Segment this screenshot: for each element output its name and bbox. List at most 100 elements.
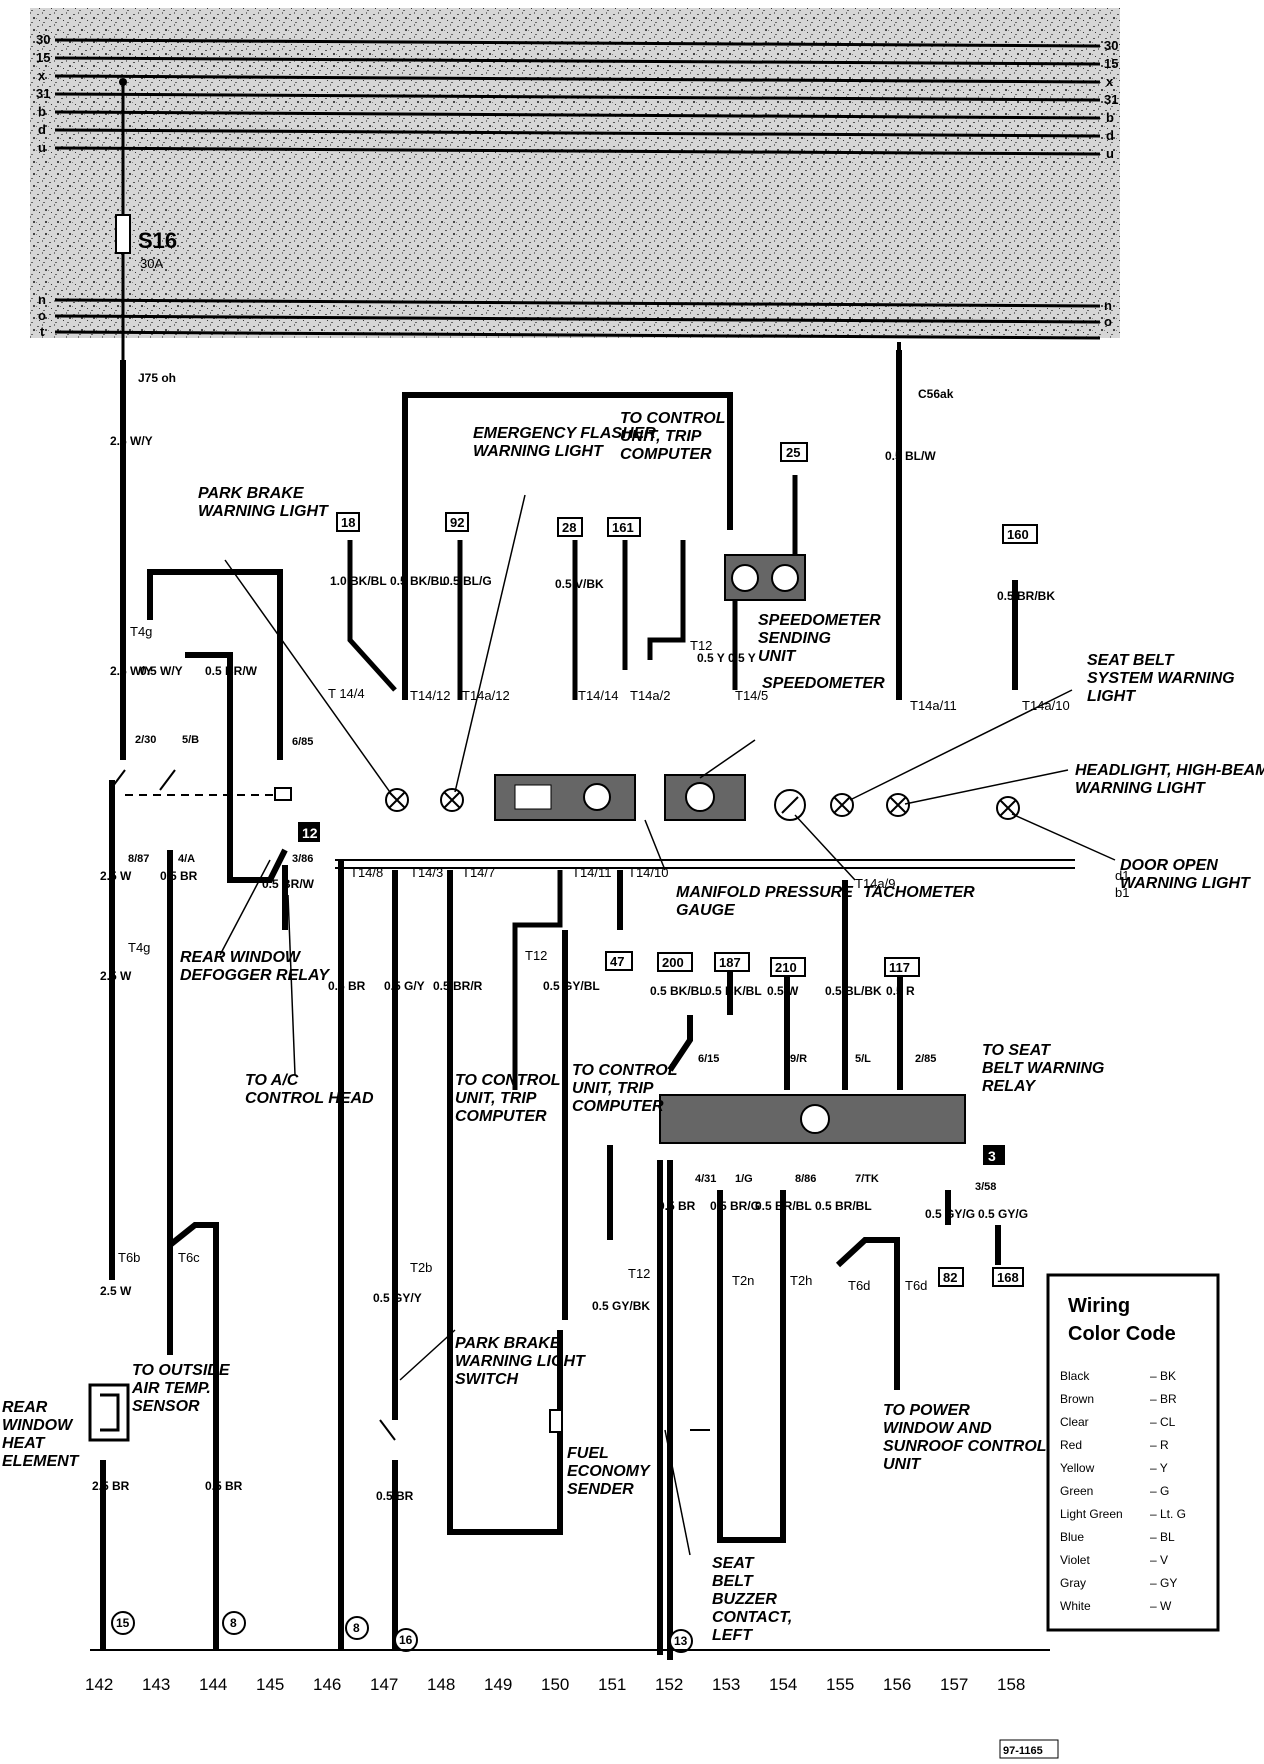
bus-label: o	[38, 308, 46, 323]
wire-spec: 0.5 Y	[697, 651, 725, 665]
legend-color-code: – GY	[1150, 1576, 1177, 1590]
connector-label: T14/3	[410, 865, 443, 880]
bus-label: 31	[1104, 92, 1118, 107]
column-number: 150	[541, 1675, 569, 1694]
boxed-ref: 117	[889, 960, 910, 975]
instrument-modules	[88, 554, 966, 1442]
fuse-s16: S16 30A	[115, 78, 177, 360]
wire-spec: 0.5 GY/G	[925, 1207, 975, 1221]
wire-spec: 0.5 Y	[728, 651, 756, 665]
bus-label: d	[1106, 128, 1114, 143]
legend-color-name: Green	[1060, 1484, 1093, 1498]
internal-bus-label: b1	[1115, 885, 1129, 900]
bus-label: b	[1106, 110, 1114, 125]
wire-spec: 2.5 BR	[92, 1479, 130, 1493]
column-number: 155	[826, 1675, 854, 1694]
connector-label: T14/8	[350, 865, 383, 880]
connector-label: 9/R	[790, 1053, 807, 1065]
connector-label: T6b	[118, 1250, 140, 1265]
relay-contacts	[109, 769, 710, 1441]
bus-label: 30	[1104, 38, 1118, 53]
wire-spec: 0.5 GY/BK	[592, 1299, 650, 1313]
connector-label: T4g	[128, 940, 150, 955]
wire-spec: 0.5 BR	[328, 979, 366, 993]
boxed-ref: 200	[662, 955, 684, 970]
connector-label: T2b	[410, 1260, 432, 1275]
column-number: 153	[712, 1675, 740, 1694]
wire-spec: 0.5 BK/BL	[650, 984, 707, 998]
boxed-refs: 18 92 28 161 25 160 47 200 187 210 117 8…	[336, 442, 1038, 1287]
wire-spec: 0.5 GY/G	[978, 1207, 1028, 1221]
connector-label: T2n	[732, 1273, 754, 1288]
bus-label: x	[38, 68, 46, 83]
wire-spec: 0.5 BR/R	[433, 979, 483, 993]
fuse-rating: 30A	[140, 256, 163, 271]
legend-color-name: Black	[1060, 1369, 1090, 1383]
connector-c56ak: C56ak	[918, 387, 954, 401]
connector-label: T14/14	[578, 688, 618, 703]
wire-spec: 0.5 BR	[205, 1479, 243, 1493]
wire-spec: 0.5 G/Y	[384, 979, 425, 993]
relay-tag: 3	[988, 1148, 996, 1164]
bus-label: o	[1104, 314, 1112, 329]
legend-color-code: – CL	[1150, 1415, 1176, 1429]
boxed-ref: 160	[1007, 527, 1029, 542]
wire-spec: 0.5 W/Y	[140, 664, 183, 678]
legend-color-name: Blue	[1060, 1530, 1084, 1544]
circled-ref: 8	[230, 1616, 237, 1630]
wires	[100, 342, 1075, 1660]
legend-color-name: Clear	[1060, 1415, 1089, 1429]
fuel-sender	[549, 1409, 563, 1433]
connector-label: T14a/11	[910, 698, 957, 713]
connector-j75: J75 oh	[138, 371, 176, 385]
wire-spec-labels: 2.5 W/Y 2.5 W/Y 0.5 W/Y 0.5 BR/W 0.5 BR/…	[92, 434, 1055, 1503]
legend-color-name: Red	[1060, 1438, 1082, 1452]
wire-spec: 0.5 BL/G	[443, 574, 492, 588]
wire-spec: 0.5 BL/W	[885, 449, 936, 463]
connector-label: T12	[628, 1266, 650, 1281]
legend-color-code: – Lt. G	[1150, 1507, 1186, 1521]
bus-label: u	[1106, 146, 1114, 161]
bus-label: x	[1106, 74, 1114, 89]
wire-spec: 0.5 GY/Y	[373, 1291, 422, 1305]
wire-spec: 2.5 W	[100, 869, 132, 883]
legend-color-code: – BR	[1150, 1392, 1177, 1406]
circled-refs: 15 8 8 16 13	[111, 1611, 693, 1653]
connector-label: 4/A	[178, 853, 195, 865]
column-number: 151	[598, 1675, 626, 1694]
bus-labels-right: 30 15 x 31 b d u n o	[1104, 38, 1118, 329]
legend-color-code: – R	[1150, 1438, 1169, 1452]
wire-spec: 0.5 BL/BK	[825, 984, 882, 998]
connector-label: 2/85	[915, 1053, 936, 1065]
wire-spec: 1.0 BK/BL	[330, 574, 387, 588]
column-number: 148	[427, 1675, 455, 1694]
bus-label: d	[38, 122, 46, 137]
wire-spec: 2.5 W	[100, 1284, 132, 1298]
connector-label: 4/31	[695, 1173, 716, 1185]
column-number: 143	[142, 1675, 170, 1694]
connector-label: T14/11	[572, 865, 612, 880]
boxed-ref: 92	[450, 515, 464, 530]
legend-color-code: – V	[1150, 1553, 1168, 1567]
column-number: 149	[484, 1675, 512, 1694]
connector-label: 6/85	[292, 736, 313, 748]
connector-label: 5/B	[182, 734, 199, 746]
wire-spec: 0.5 BR/G	[710, 1199, 760, 1213]
legend-color-code: – BK	[1150, 1369, 1176, 1383]
circled-ref: 16	[399, 1633, 413, 1647]
column-number: 146	[313, 1675, 341, 1694]
boxed-ref: 47	[610, 954, 624, 969]
circled-ref: 13	[674, 1634, 688, 1648]
connector-label: T12	[690, 638, 712, 653]
connector-label: T14a/9	[855, 876, 895, 891]
